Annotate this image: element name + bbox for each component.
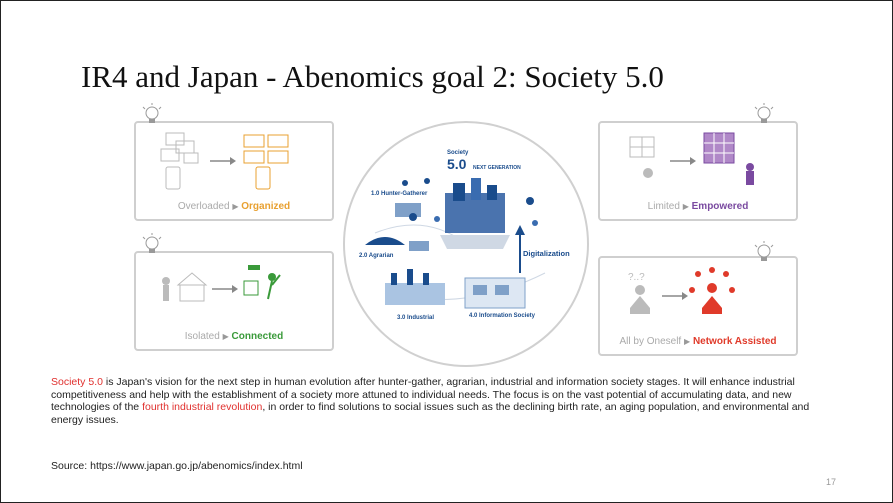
from-label: Isolated — [184, 331, 220, 342]
society5-highlight: Society 5.0 — [51, 376, 103, 388]
from-label: Limited — [647, 201, 680, 212]
industrial-label: 3.0 Industrial — [397, 315, 435, 321]
panel-caption: All by Oneself ▶ Network Assisted — [600, 336, 796, 347]
overloaded-organized-icon — [160, 132, 289, 190]
panel-connected: Isolated ▶ Connected — [134, 251, 334, 351]
society5-number: 5.0 — [447, 156, 467, 172]
to-label: Network Assisted — [692, 336, 777, 347]
panel-network-assisted: ?..? All by Oneself ▶ Network Assisted — [598, 256, 798, 356]
panel-caption: Limited ▶ Empowered — [600, 201, 796, 212]
society-illustration — [365, 178, 546, 309]
svg-text:?..?: ?..? — [628, 272, 645, 283]
arrow-icon: ▶ — [222, 332, 229, 341]
to-label: Organized — [241, 201, 291, 212]
society-evolution-diagram: Society 5.0 NEXT GENERATION 1.0 Hunter-G… — [343, 121, 589, 367]
lightbulb-icon — [754, 241, 774, 261]
society5-subtitle: NEXT GENERATION — [473, 165, 521, 171]
page-number: 17 — [826, 477, 837, 487]
lightbulb-icon — [142, 103, 162, 123]
arrow-icon: ▶ — [232, 202, 239, 211]
body-text-part1: is Japan's vision for the next step in h… — [51, 376, 795, 413]
panel-caption: Isolated ▶ Connected — [136, 331, 332, 342]
information-society-label: 4.0 Information Society — [469, 313, 536, 319]
body-text-part2: , in order to find solutions to social i… — [51, 401, 810, 426]
arrow-icon: ▶ — [684, 337, 691, 346]
society-label: Society — [447, 150, 469, 156]
digitalization-label: Digitalization — [523, 249, 570, 258]
panel-organized: Overloaded ▶ Organized — [134, 121, 334, 221]
panel-caption: Overloaded ▶ Organized — [136, 201, 332, 212]
all-by-oneself-network-assisted-icon: ?..? — [628, 267, 735, 314]
isolated-connected-icon — [162, 265, 281, 302]
ir4-highlight: fourth industrial revolution — [142, 401, 263, 413]
arrow-icon: ▶ — [682, 202, 689, 211]
lightbulb-icon — [754, 103, 774, 123]
to-label: Empowered — [691, 201, 749, 212]
body-paragraph: Society 5.0 is Japan's vision for the ne… — [51, 376, 841, 426]
from-label: Overloaded — [177, 201, 230, 212]
panel-empowered: Limited ▶ Empowered — [598, 121, 798, 221]
agrarian-label: 2.0 Agrarian — [359, 253, 394, 259]
from-label: All by Oneself — [619, 336, 682, 347]
hunter-gatherer-label: 1.0 Hunter-Gatherer — [371, 191, 428, 197]
limited-empowered-icon — [629, 132, 754, 185]
source-citation: Source: https://www.japan.go.jp/abenomic… — [51, 460, 303, 472]
lightbulb-icon — [142, 233, 162, 253]
to-label: Connected — [231, 331, 284, 342]
slide-title: IR4 and Japan - Abenomics goal 2: Societ… — [81, 59, 664, 94]
